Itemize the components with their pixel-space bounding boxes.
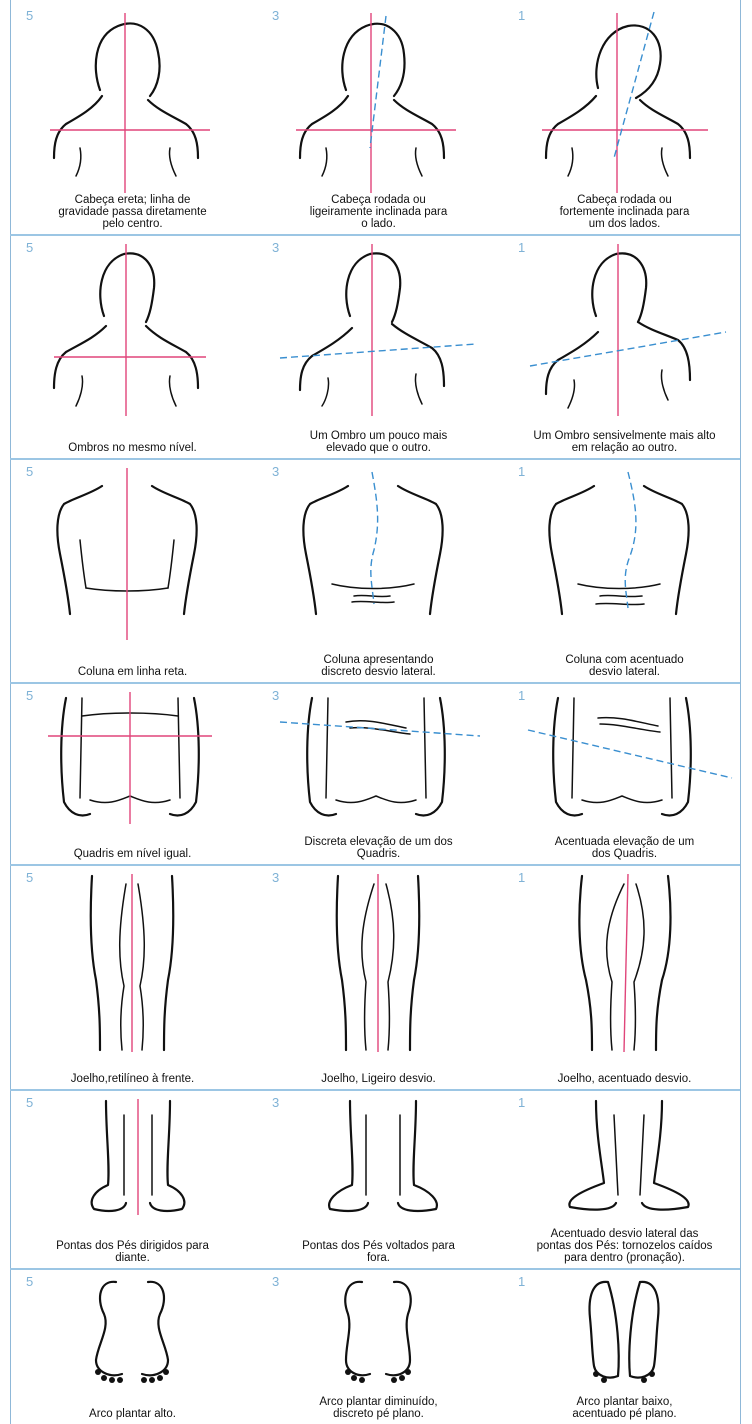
row-divider — [10, 1268, 740, 1270]
caption: Cabeça rodada ou fortemente inclinada pa… — [512, 194, 737, 230]
spine-accentuated-deviation-figure — [512, 464, 737, 644]
cell-hips-3: 3 Discreta elevação de um dos Quadris. — [266, 688, 491, 864]
caption: Acentuado desvio lateral das pontas dos … — [512, 1228, 737, 1264]
head-slightly-tilted-figure — [266, 8, 491, 198]
cell-arch-5: 5 Arco plantar alto. — [20, 1274, 245, 1424]
caption: Coluna com acentuado desvio lateral. — [512, 654, 737, 678]
shoulders-level-figure — [20, 240, 245, 420]
feet-forward-figure — [20, 1095, 245, 1220]
caption: Joelho, acentuado desvio. — [512, 1073, 737, 1085]
cell-shoulders-5: 5 Ombros no mesmo nível. — [20, 240, 245, 458]
cell-head-1: 1 Cabeça rodada ou fortemente inclinada … — [512, 8, 737, 234]
cell-hips-1: 1 Acentuada elevação de um dos Quadris. — [512, 688, 737, 864]
cell-feet-3: 3 Pontas dos Pés voltados para fora. — [266, 1095, 491, 1268]
knees-accentuated-deviation-figure — [512, 870, 737, 1055]
cell-head-3: 3 Cabeça rodada ou ligeiramente inclinad… — [266, 8, 491, 234]
right-border-line — [740, 0, 741, 1424]
caption: Coluna apresentando discreto desvio late… — [266, 654, 491, 678]
row-divider — [10, 1089, 740, 1091]
cell-knees-3: 3 Joelho, Ligeiro desvio. — [266, 870, 491, 1089]
cell-knees-5: 5 Joelho,retilíneo à frente. — [20, 870, 245, 1089]
knees-straight-figure — [20, 870, 245, 1055]
arch-reduced-footprint-figure — [266, 1274, 491, 1389]
caption: Coluna em linha reta. — [20, 666, 245, 678]
caption: Arco plantar alto. — [20, 1408, 245, 1420]
hips-accentuated-elevation-figure — [512, 688, 737, 828]
caption: Um Ombro sensivelmente mais alto em rela… — [512, 430, 737, 454]
cell-hips-5: 5 Quadris em nível igual. — [20, 688, 245, 864]
arch-high-footprint-figure — [20, 1274, 245, 1389]
cell-arch-3: 3 Arco plantar diminuído, discreto pé pl… — [266, 1274, 491, 1424]
caption: Ombros no mesmo nível. — [20, 442, 245, 454]
cell-feet-1: 1 Acentuado desvio lateral das pontas do… — [512, 1095, 737, 1268]
cell-spine-3: 3 Coluna apresentando discreto desvio la… — [266, 464, 491, 682]
cell-arch-1: 1 Arco plantar baixo, acentuado pé plano… — [512, 1274, 737, 1424]
caption: Arco plantar baixo, acentuado pé plano. — [512, 1396, 737, 1420]
cell-knees-1: 1 Joelho, acentuado desvio. — [512, 870, 737, 1089]
hips-level-figure — [20, 688, 245, 828]
cell-spine-1: 1 Coluna com acentuado desvio lateral. — [512, 464, 737, 682]
caption: Pontas dos Pés voltados para fora. — [266, 1240, 491, 1264]
caption: Quadris em nível igual. — [20, 848, 245, 860]
caption: Joelho,retilíneo à frente. — [20, 1073, 245, 1085]
arch-low-footprint-figure — [512, 1274, 737, 1389]
spine-straight-figure — [20, 464, 245, 644]
row-divider — [10, 458, 740, 460]
caption: Joelho, Ligeiro desvio. — [266, 1073, 491, 1085]
cell-shoulders-1: 1 Um Ombro sensivelmente mais alto em re… — [512, 240, 737, 458]
feet-outward-figure — [266, 1095, 491, 1220]
row-divider — [10, 864, 740, 866]
cell-head-5: 5 Cabeça ereta; linha de gravidade passa… — [20, 8, 245, 234]
spine-slight-deviation-figure — [266, 464, 491, 644]
caption: Cabeça rodada ou ligeiramente inclinada … — [266, 194, 491, 230]
left-border-line — [10, 0, 11, 1424]
row-divider — [10, 682, 740, 684]
caption: Arco plantar diminuído, discreto pé plan… — [266, 1396, 491, 1420]
hips-slight-elevation-figure — [266, 688, 491, 828]
caption: Discreta elevação de um dos Quadris. — [266, 836, 491, 860]
cell-spine-5: 5 Coluna em linha reta. — [20, 464, 245, 682]
knees-slight-deviation-figure — [266, 870, 491, 1055]
caption: Um Ombro um pouco mais elevado que o out… — [266, 430, 491, 454]
caption: Pontas dos Pés dirigidos para diante. — [20, 1240, 245, 1264]
shoulders-strongly-uneven-figure — [512, 240, 737, 420]
cell-shoulders-3: 3 Um Ombro um pouco mais elevado que o o… — [266, 240, 491, 458]
shoulders-slightly-uneven-figure — [266, 240, 491, 420]
caption: Cabeça ereta; linha de gravidade passa d… — [20, 194, 245, 230]
cell-feet-5: 5 Pontas dos Pés dirigidos para diante. — [20, 1095, 245, 1268]
feet-pronation-figure — [512, 1095, 737, 1220]
caption: Acentuada elevação de um dos Quadris. — [512, 836, 737, 860]
row-divider — [10, 234, 740, 236]
head-erect-figure — [20, 8, 245, 198]
head-strongly-tilted-figure — [512, 8, 737, 198]
